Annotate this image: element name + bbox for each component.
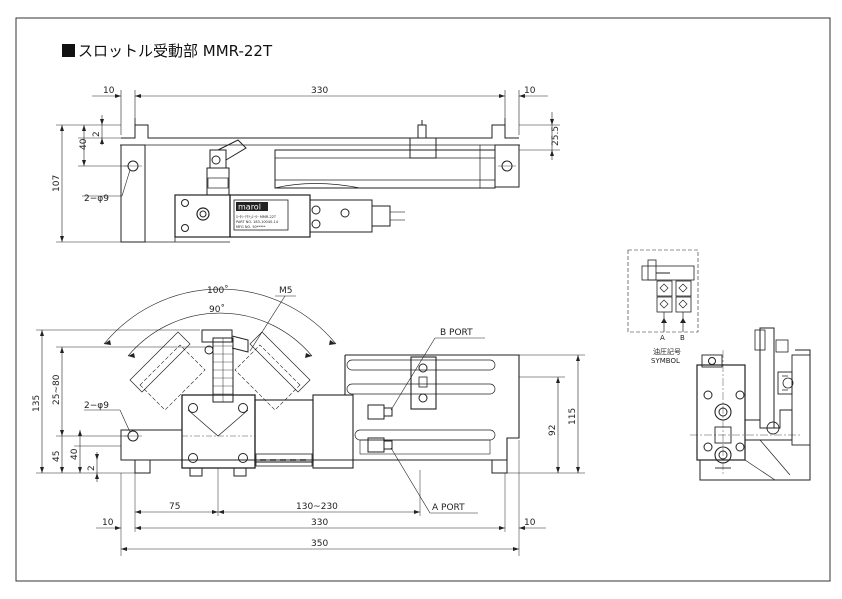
- front-view: [36, 288, 585, 556]
- nameplate-line1: ﾛｰﾀﾘｰｱｸﾁｭｴｰﾀｰ MMR-22T: [236, 214, 277, 219]
- top-hole-note: 2−φ9: [84, 194, 109, 204]
- top-dim-40: 40: [79, 138, 89, 150]
- front-dim-92: 92: [548, 425, 558, 436]
- top-dim-330: 330: [311, 86, 328, 96]
- front-dim-45: 45: [52, 451, 62, 462]
- side-view: [690, 327, 811, 481]
- bottom-dim-10-left: 10: [102, 518, 114, 528]
- bottom-dim-330: 330: [311, 518, 328, 528]
- angle-90-label: 90˚: [209, 304, 225, 315]
- symbol-label-jp: 油圧記号: [653, 347, 681, 356]
- nameplate-line3: MFG NO. 50*****: [236, 225, 266, 229]
- top-dim-2: 2: [92, 131, 102, 137]
- thread-m5-label: M5: [279, 286, 293, 296]
- angle-100-label: 100˚: [207, 285, 229, 296]
- top-dim-107: 107: [52, 175, 62, 192]
- top-view: marol ﾛｰﾀﾘｰｱｸﾁｭｴｰﾀｰ MMR-22T PART NO. 183…: [56, 90, 560, 243]
- bottom-dim-350: 350: [311, 539, 328, 549]
- top-dim-right-10: 10: [524, 86, 536, 96]
- bottom-dim-75: 75: [169, 502, 180, 512]
- title-text: スロットル受動部 MMR-22T: [78, 42, 273, 60]
- top-dim-left-10: 10: [103, 86, 115, 96]
- front-dim-115: 115: [568, 408, 578, 425]
- top-dim-25-5: 25.5: [551, 126, 561, 146]
- front-dim-25-80: 25~80: [52, 374, 62, 405]
- drawing-frame: [15, 17, 831, 582]
- bottom-dim-10-right: 10: [524, 518, 536, 528]
- front-dim-2: 2: [87, 465, 97, 471]
- symbol-port-a: A: [660, 334, 665, 342]
- title-square-icon: [62, 44, 75, 57]
- page-title: スロットル受動部 MMR-22T: [62, 40, 272, 61]
- b-port-label: B PORT: [440, 328, 473, 338]
- brand-logo: marol: [238, 203, 261, 212]
- a-port-label: A PORT: [432, 503, 465, 513]
- hydraulic-symbol: [627, 249, 699, 333]
- nameplate-line2: PART NO. 183-10040-14: [236, 220, 279, 224]
- bottom-dim-130-230: 130~230: [296, 502, 338, 512]
- symbol-label-en: SYMBOL: [651, 357, 680, 365]
- symbol-port-b: B: [680, 334, 685, 342]
- front-dim-40: 40: [70, 448, 80, 460]
- front-dim-135: 135: [32, 395, 42, 412]
- front-hole-note: 2−φ9: [84, 401, 109, 411]
